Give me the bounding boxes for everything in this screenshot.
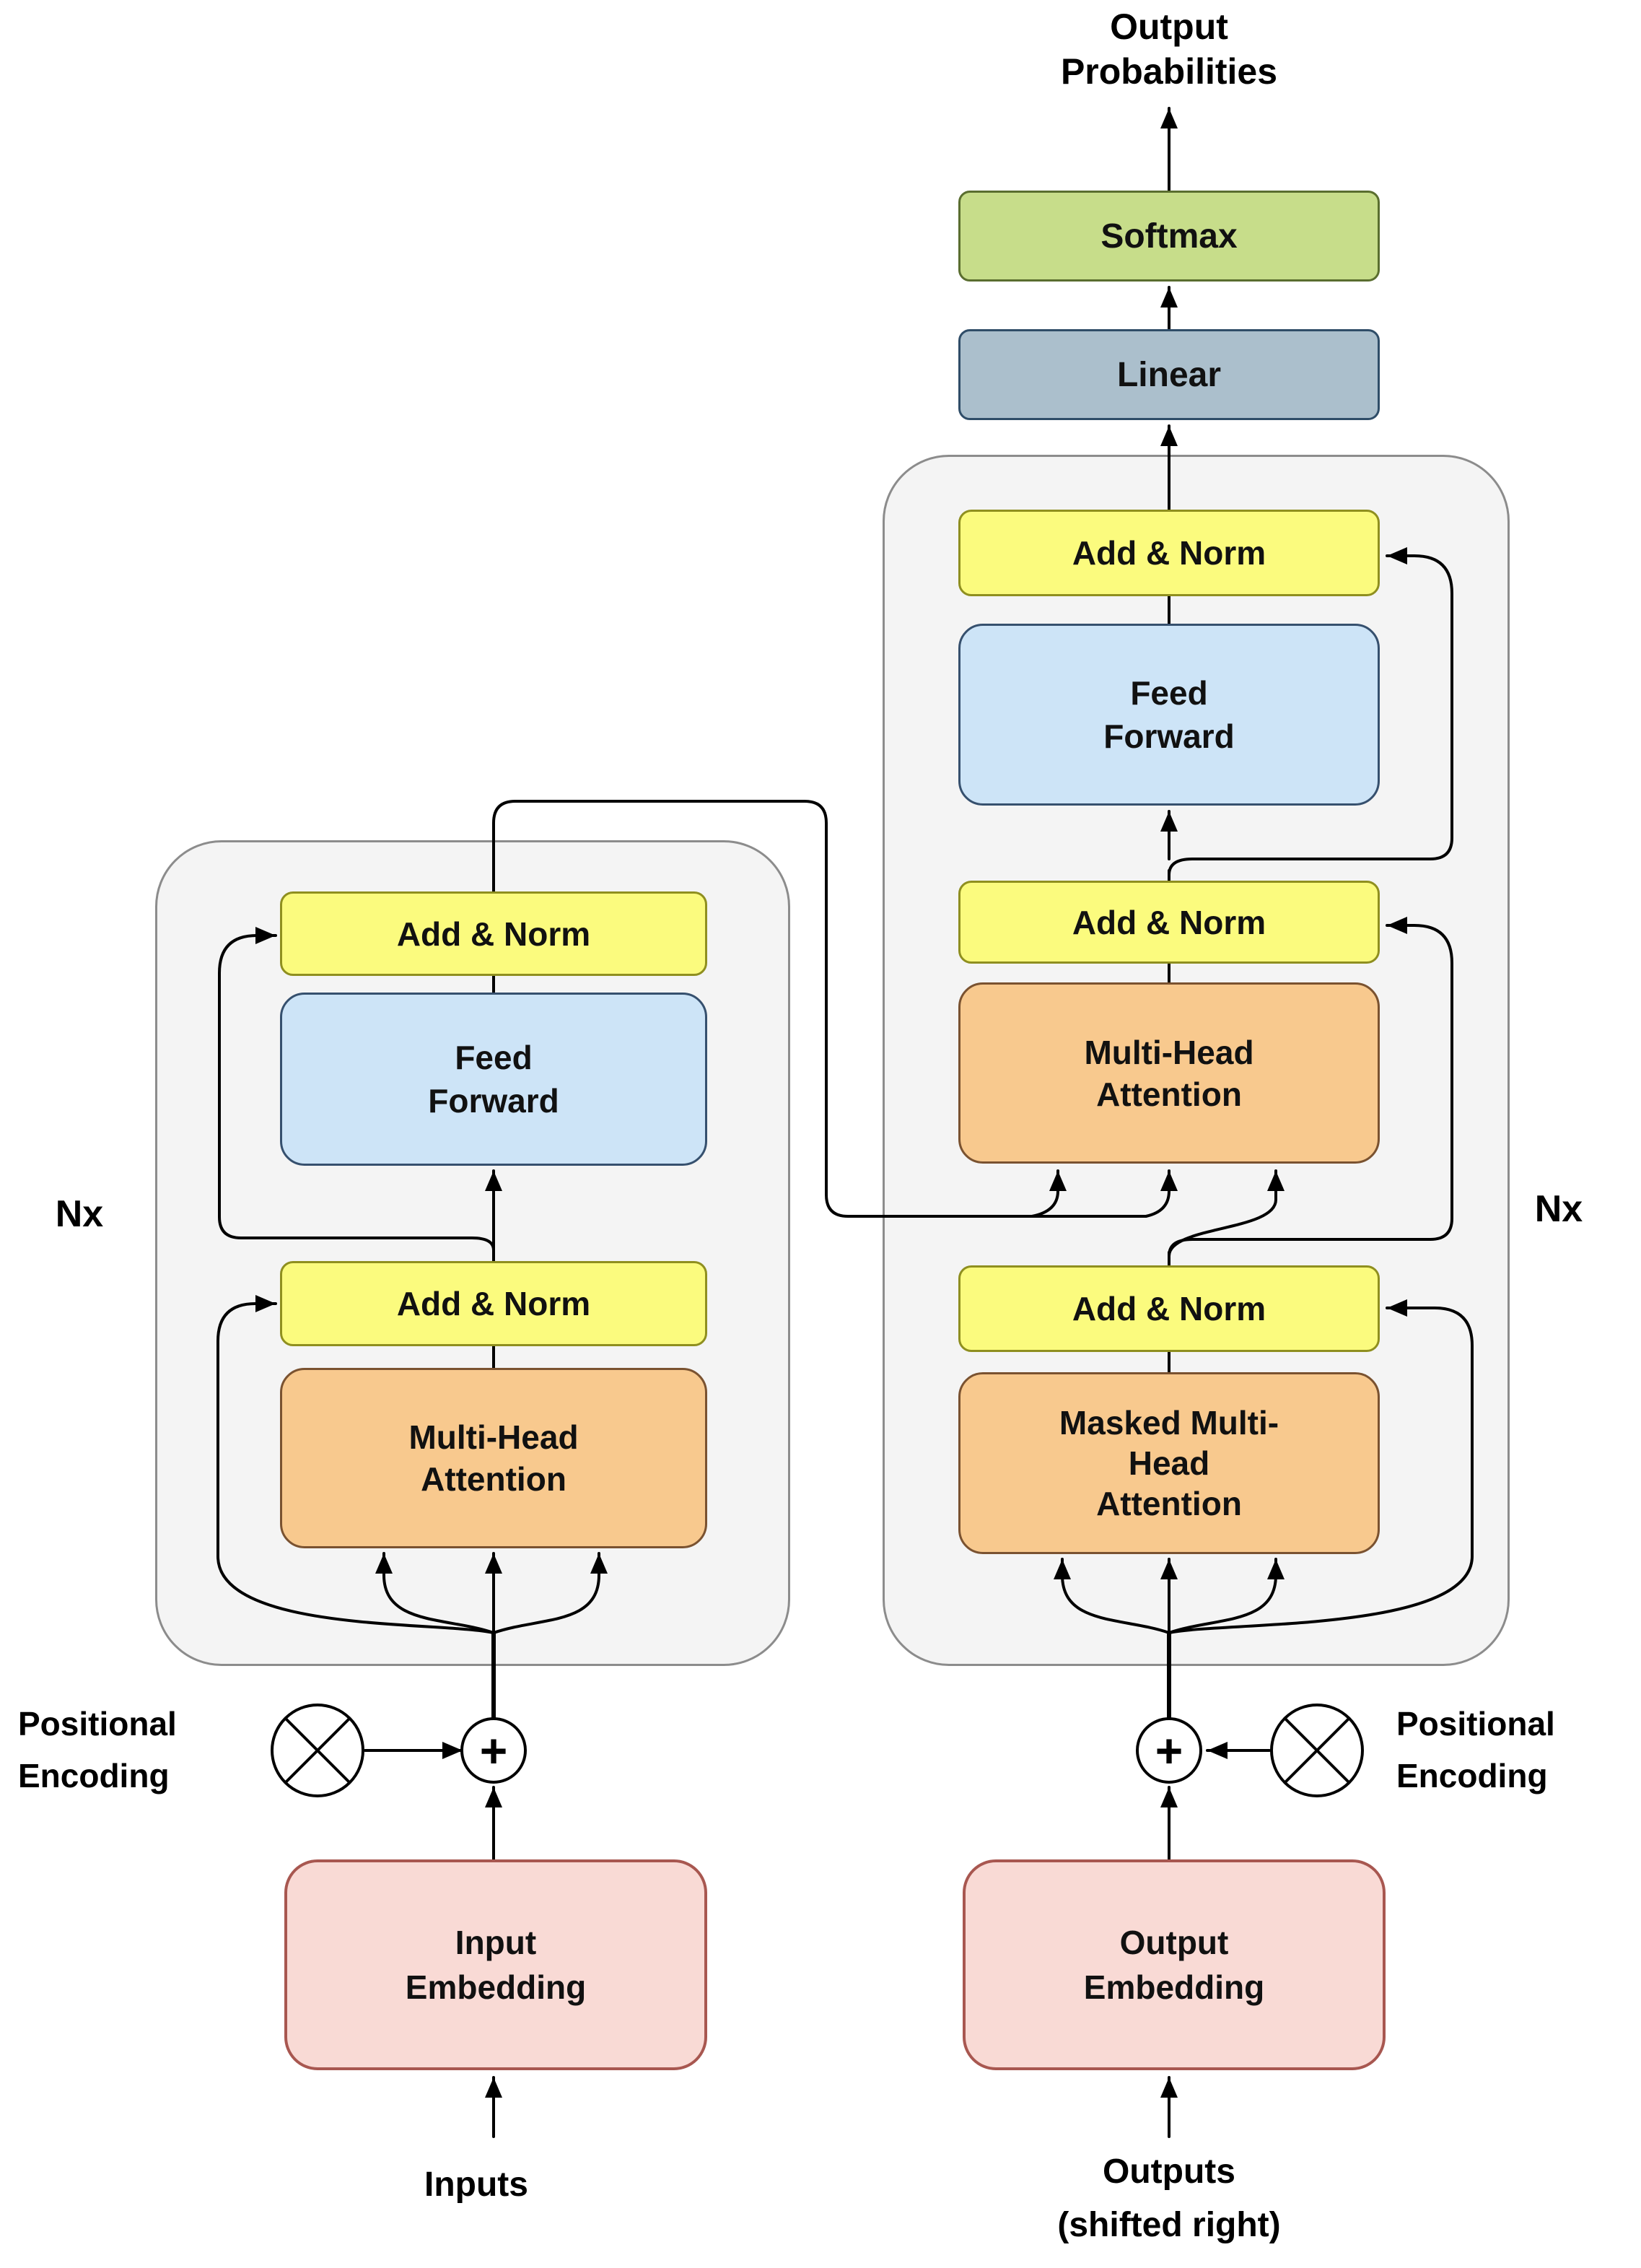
decoder-mmha-v-arrow: [1168, 1558, 1285, 1634]
encoder-multi-head-attention-box: Multi-Head Attention: [280, 1368, 707, 1548]
encoder-positional-encoding-icon: [271, 1704, 364, 1797]
multi-head-attention-line2: Attention: [1096, 1075, 1242, 1113]
linear-box: Linear: [958, 329, 1380, 420]
outputs-label: Outputs (shifted right): [1025, 2145, 1313, 2252]
add-norm-label: Add & Norm: [1072, 534, 1266, 572]
add-norm-label: Add & Norm: [396, 915, 591, 953]
output-label-line1: Output: [1110, 6, 1228, 47]
decoder-positional-encoding-icon: [1270, 1704, 1364, 1797]
encoder-output-route: [492, 800, 1147, 1218]
outputs-line1: Outputs: [1103, 2153, 1235, 2191]
encoder-mha-v-arrow: [492, 1552, 608, 1634]
softmax-box: Softmax: [958, 191, 1380, 282]
output-embedding-line1: Output: [1119, 1924, 1229, 1961]
encoder-residual-1: [216, 1295, 495, 1634]
encoding-line: Encoding: [1396, 1757, 1548, 1794]
decoder-add-norm-bottom: Add & Norm: [958, 1265, 1380, 1352]
linear-label: Linear: [1116, 355, 1222, 394]
outputs-line2: (shifted right): [1057, 2206, 1281, 2244]
multi-head-attention-line1: Multi-Head: [1084, 1033, 1254, 1071]
input-embedding-box: Input Embedding: [284, 1859, 707, 2070]
inputs-text: Inputs: [424, 2165, 528, 2204]
decoder-residual-3: [1168, 547, 1453, 876]
feed-forward-line1: Feed: [1130, 674, 1208, 712]
output-label-line2: Probabilities: [1060, 51, 1278, 92]
encoder-positional-encoding-label: Positional Encoding: [18, 1698, 263, 1802]
output-probabilities-label: Output Probabilities: [953, 4, 1386, 94]
add-norm-label: Add & Norm: [1072, 903, 1266, 941]
input-embedding-line2: Embedding: [405, 1968, 587, 2006]
multi-head-attention-line1: Multi-Head: [408, 1418, 579, 1456]
nx-text: Nx: [55, 1193, 104, 1235]
masked-mha-line3: Attention: [1096, 1485, 1242, 1522]
encoding-line: Encoding: [18, 1757, 170, 1794]
decoder-positional-encoding-label: Positional Encoding: [1396, 1698, 1641, 1802]
cross-attention-query-arrow: [1168, 1169, 1285, 1257]
encoder-mha-k-arrow: [375, 1552, 495, 1634]
nx-text: Nx: [1534, 1188, 1583, 1230]
decoder-add-norm-middle: Add & Norm: [958, 881, 1380, 964]
add-norm-label: Add & Norm: [396, 1285, 591, 1322]
positional-line: Positional: [1396, 1705, 1555, 1743]
cross-attention-v-arrow: [1030, 1169, 1067, 1218]
output-embedding-box: Output Embedding: [963, 1859, 1386, 2070]
output-embedding-line2: Embedding: [1083, 1968, 1265, 2006]
decoder-multi-head-attention-box: Multi-Head Attention: [958, 982, 1380, 1164]
input-embedding-line1: Input: [455, 1924, 537, 1961]
inputs-label: Inputs: [332, 2158, 621, 2212]
feed-forward-line1: Feed: [455, 1039, 533, 1076]
positional-line: Positional: [18, 1705, 177, 1743]
encoder-plus-glyph: +: [480, 1724, 508, 1777]
decoder-mmha-k-arrow: [1054, 1558, 1170, 1634]
masked-multi-head-attention-box: Masked Multi- Head Attention: [958, 1372, 1380, 1554]
decoder-residual-1: [1168, 1299, 1474, 1634]
decoder-feed-forward-box: Feed Forward: [958, 624, 1380, 806]
softmax-label: Softmax: [1100, 217, 1238, 256]
masked-mha-line1: Masked Multi-: [1059, 1404, 1279, 1442]
decoder-nx-label: Nx: [1497, 1187, 1620, 1231]
cross-attention-k-arrow: [1145, 1169, 1178, 1218]
multi-head-attention-line2: Attention: [421, 1460, 566, 1498]
add-norm-label: Add & Norm: [1072, 1290, 1266, 1327]
encoder-add-norm-top: Add & Norm: [280, 891, 707, 976]
decoder-plus-glyph: +: [1155, 1724, 1183, 1777]
encoder-plus-icon: +: [460, 1717, 527, 1784]
encoder-add-norm-bottom: Add & Norm: [280, 1261, 707, 1346]
encoder-feed-forward-box: Feed Forward: [280, 993, 707, 1166]
encoder-residual-2: [218, 927, 495, 1252]
feed-forward-line2: Forward: [1103, 718, 1235, 755]
decoder-add-norm-top: Add & Norm: [958, 510, 1380, 596]
encoder-nx-label: Nx: [22, 1192, 137, 1236]
masked-mha-line2: Head: [1128, 1444, 1210, 1482]
feed-forward-line2: Forward: [428, 1082, 559, 1120]
decoder-plus-icon: +: [1136, 1717, 1202, 1784]
